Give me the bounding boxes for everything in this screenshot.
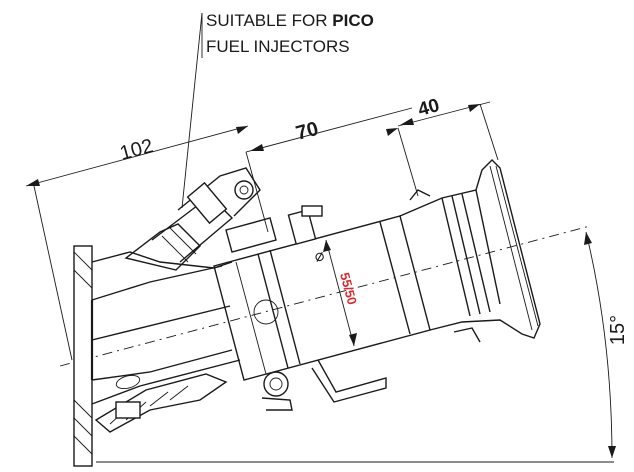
dimension-label-70: 70 [294, 118, 321, 145]
dimension-label-40: 40 [416, 95, 442, 121]
base-flange [73, 245, 94, 467]
dimension-overall-length [25, 125, 249, 361]
velocity-stack [399, 159, 541, 343]
callout-line-1: SUITABLE FOR PICO [206, 11, 374, 30]
dimension-middle-length [245, 107, 419, 233]
injector-holder [124, 167, 277, 271]
manifold-body [91, 251, 241, 433]
throttle-body [213, 205, 431, 411]
angle-label: 15° [607, 315, 629, 345]
angle-dimension [59, 225, 616, 463]
diameter-symbol: ⌀ [313, 247, 327, 266]
callout-line-2: FUEL INJECTORS [206, 37, 350, 56]
dimension-trumpet-length [397, 101, 499, 161]
dimension-label-102: 102 [118, 135, 156, 165]
callout-leader [181, 12, 203, 209]
diameter-label: 55/50 [337, 271, 360, 306]
